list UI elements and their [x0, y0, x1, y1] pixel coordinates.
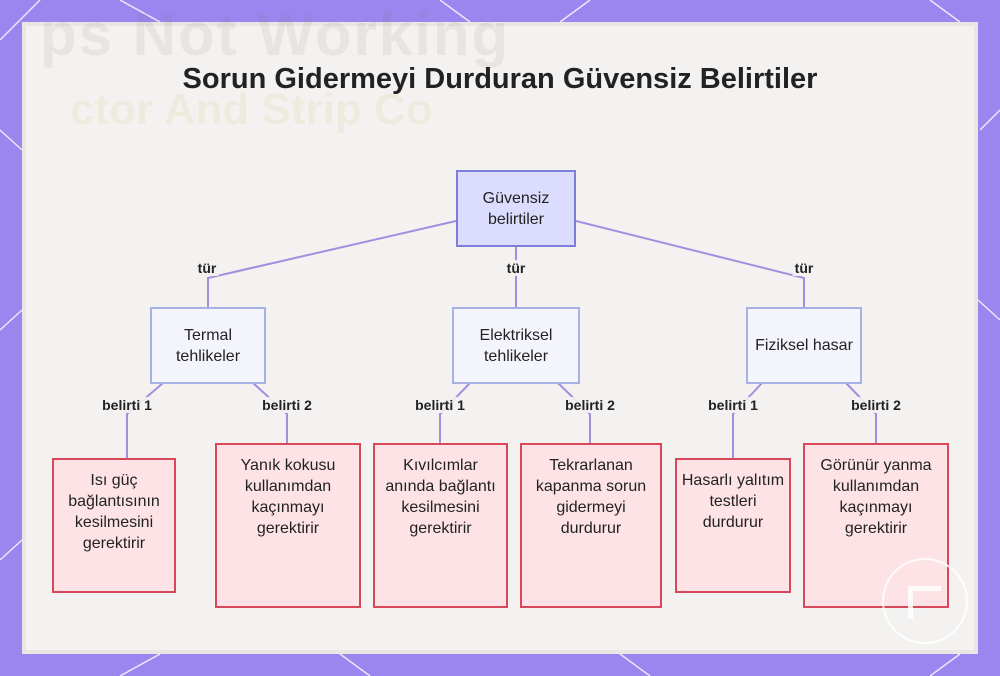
node-physical-symptom-1: Hasarlı yalıtım testleri durdurur	[675, 458, 791, 593]
edge-label-type: tür	[504, 260, 528, 276]
background-photo-text: ps Not Working	[40, 1, 511, 68]
node-electrical: Elektriksel tehlikeler	[452, 307, 580, 384]
edge-label-symptom2: belirti 2	[849, 397, 903, 413]
edge-electrical-e1	[439, 382, 471, 443]
node-electrical-symptom-1: Kıvılcımlar anında bağlantı kesilmesini …	[373, 443, 508, 608]
node-e2-label: Tekrarlanan kapanma sorun gidermeyi durd…	[535, 457, 647, 537]
node-e1-label: Kıvılcımlar anında bağlantı kesilmesini …	[385, 457, 496, 537]
corner-logo-icon	[882, 558, 968, 644]
node-electrical-label: Elektriksel tehlikeler	[479, 326, 553, 365]
edge-label-symptom1: belirti 1	[413, 397, 467, 413]
edge-thermal-t1	[126, 382, 164, 458]
edge-label-type: tür	[195, 260, 219, 276]
edge-physical-p1	[732, 382, 763, 458]
edge-thermal-t2	[252, 382, 288, 443]
node-electrical-symptom-2: Tekrarlanan kapanma sorun gidermeyi durd…	[520, 443, 662, 608]
node-thermal-symptom-2: Yanık kokusu kullanımdan kaçınmayı gerek…	[215, 443, 361, 608]
edge-label-type: tür	[792, 260, 816, 276]
node-root-label: Güvensiz belirtiler	[482, 189, 550, 228]
node-p1-label: Hasarlı yalıtım testleri durdurur	[681, 472, 785, 531]
edge-label-symptom2: belirti 2	[563, 397, 617, 413]
node-physical: Fiziksel hasar	[746, 307, 862, 384]
node-thermal-symptom-1: Isı güç bağlantısının kesilmesini gerekt…	[52, 458, 176, 593]
edge-label-symptom2: belirti 2	[260, 397, 314, 413]
node-t1-label: Isı güç bağlantısının kesilmesini gerekt…	[68, 472, 160, 552]
diagram-title: Sorun Gidermeyi Durduran Güvensiz Belirt…	[182, 63, 818, 95]
node-thermal-label: Termal tehlikeler	[175, 326, 241, 365]
edge-physical-p2	[845, 382, 877, 443]
node-t2-label: Yanık kokusu kullanımdan kaçınmayı gerek…	[240, 457, 336, 537]
edge-label-symptom1: belirti 1	[100, 397, 154, 413]
edge-root-physical	[575, 220, 805, 307]
node-thermal: Termal tehlikeler	[150, 307, 266, 384]
edge-label-symptom1: belirti 1	[706, 397, 760, 413]
node-physical-label: Fiziksel hasar	[755, 337, 853, 354]
edge-root-thermal	[207, 220, 457, 307]
background-photo-subtext: ctor And Strip Co	[70, 85, 433, 134]
edge-electrical-e2	[557, 382, 591, 443]
node-root: Güvensiz belirtiler	[456, 170, 576, 247]
node-p2-label: Görünür yanma kullanımdan kaçınmayı gere…	[820, 457, 932, 537]
